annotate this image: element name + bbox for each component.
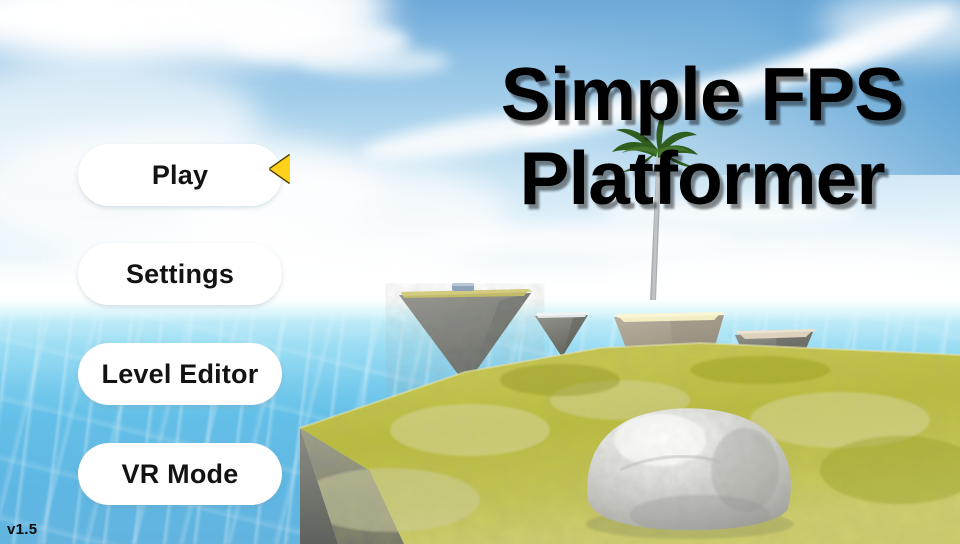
cloud xyxy=(300,48,450,76)
floating-platform-1 xyxy=(399,283,533,385)
vr-mode-button-label: VR Mode xyxy=(121,458,239,489)
boulder xyxy=(586,408,794,539)
floating-platform-2 xyxy=(535,312,590,357)
version-label: v1.5 xyxy=(7,521,38,538)
palm-tree xyxy=(612,112,698,300)
palm-fronds xyxy=(612,112,698,172)
play-button[interactable]: Play xyxy=(78,144,282,206)
level-editor-button-label: Level Editor xyxy=(101,358,259,389)
settings-button-label: Settings xyxy=(125,258,235,289)
level-editor-button[interactable]: Level Editor xyxy=(78,343,282,405)
cloud xyxy=(600,200,860,226)
left-pointing-triangle-icon xyxy=(270,155,290,183)
vr-mode-button[interactable]: VR Mode xyxy=(78,443,282,505)
settings-button[interactable]: Settings xyxy=(78,243,282,305)
play-button-label: Play xyxy=(151,159,209,190)
